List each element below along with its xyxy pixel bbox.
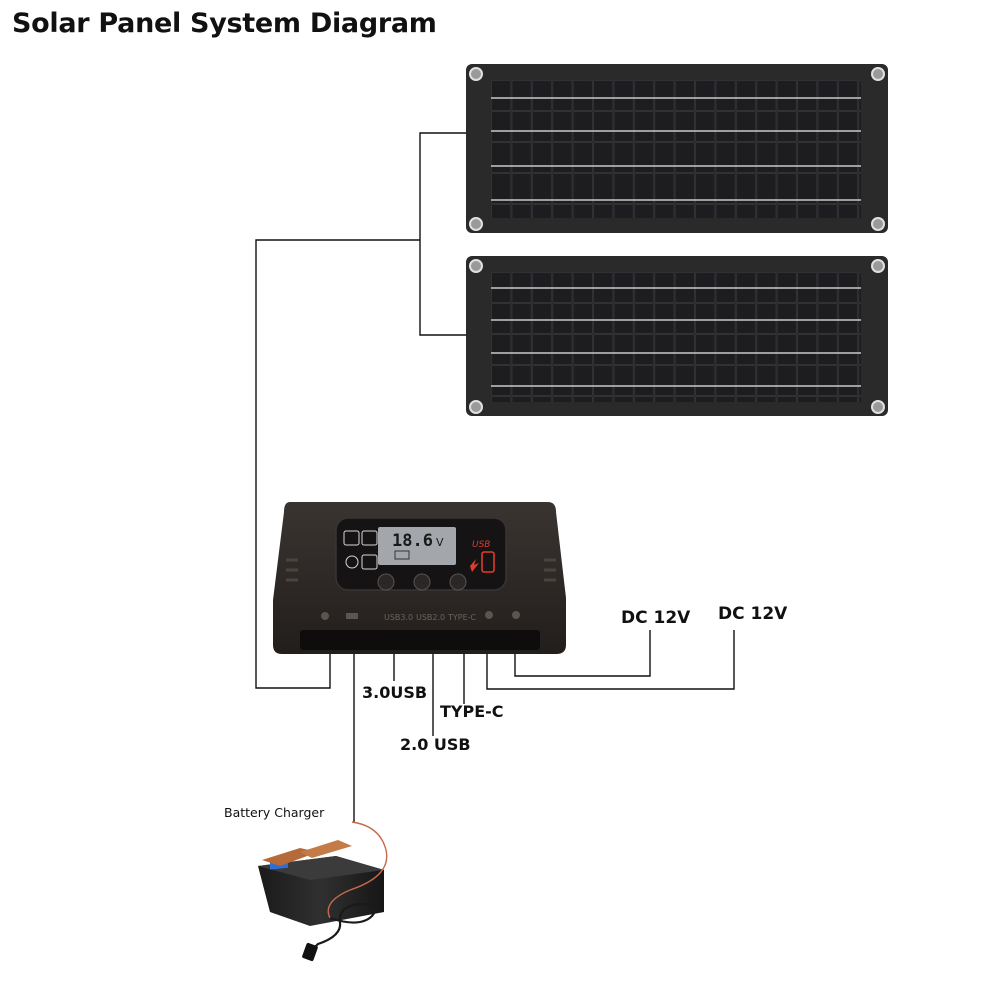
status-icons (343, 530, 378, 570)
port-symbol-icons (321, 611, 520, 620)
menu-button[interactable] (377, 573, 395, 591)
panel-parallel-wire (419, 132, 466, 336)
phone-icon (481, 551, 495, 573)
charge-controller: 18.6 V USB USB3.0 USB2.0 TYPE-C (273, 502, 566, 654)
page-title: Solar Panel System Diagram (12, 8, 437, 39)
dc-plug-icon (302, 942, 318, 962)
label-usb-3: 3.0USB (362, 683, 428, 702)
battery-with-charger (258, 821, 388, 962)
label-usb-2: 2.0 USB (400, 735, 471, 754)
grommets (469, 67, 885, 231)
port-label-typec: TYPE-C (447, 613, 477, 622)
solar-panel-bottom (466, 256, 888, 416)
lcd-reading: 18.6 (392, 531, 433, 551)
usb-badge: USB (472, 540, 490, 550)
panel-cells (491, 80, 861, 218)
panel-cells (491, 272, 861, 402)
busbars (491, 287, 861, 387)
dc-out-a-wire (514, 630, 651, 677)
up-button[interactable] (413, 573, 431, 591)
lcd-unit: V (436, 536, 444, 549)
side-vents (286, 558, 556, 582)
dc-out-b-wire (486, 630, 735, 690)
lcd-screen (378, 527, 456, 565)
down-button[interactable] (449, 573, 467, 591)
port-strip (300, 630, 540, 650)
label-dc-12v-b: DC 12V (718, 604, 788, 624)
controller-buttons (377, 573, 467, 591)
wiring (255, 132, 735, 822)
battery-indicator-icon (394, 550, 410, 560)
charger-cable (311, 902, 377, 951)
panel-to-controller-wire (255, 239, 420, 689)
solar-panel-top (466, 64, 888, 233)
black-clip-icon (300, 840, 352, 858)
charge-bolt-icon (470, 559, 479, 572)
grommets (469, 259, 885, 414)
label-type-c: TYPE-C (440, 702, 504, 721)
label-dc-12v-a: DC 12V (621, 608, 691, 628)
label-battery-charger: Battery Charger (224, 805, 325, 820)
port-label-usb2: USB2.0 (416, 613, 445, 622)
clip-lead (327, 821, 388, 919)
port-label-usb3: USB3.0 (384, 613, 413, 622)
busbars (491, 97, 861, 201)
